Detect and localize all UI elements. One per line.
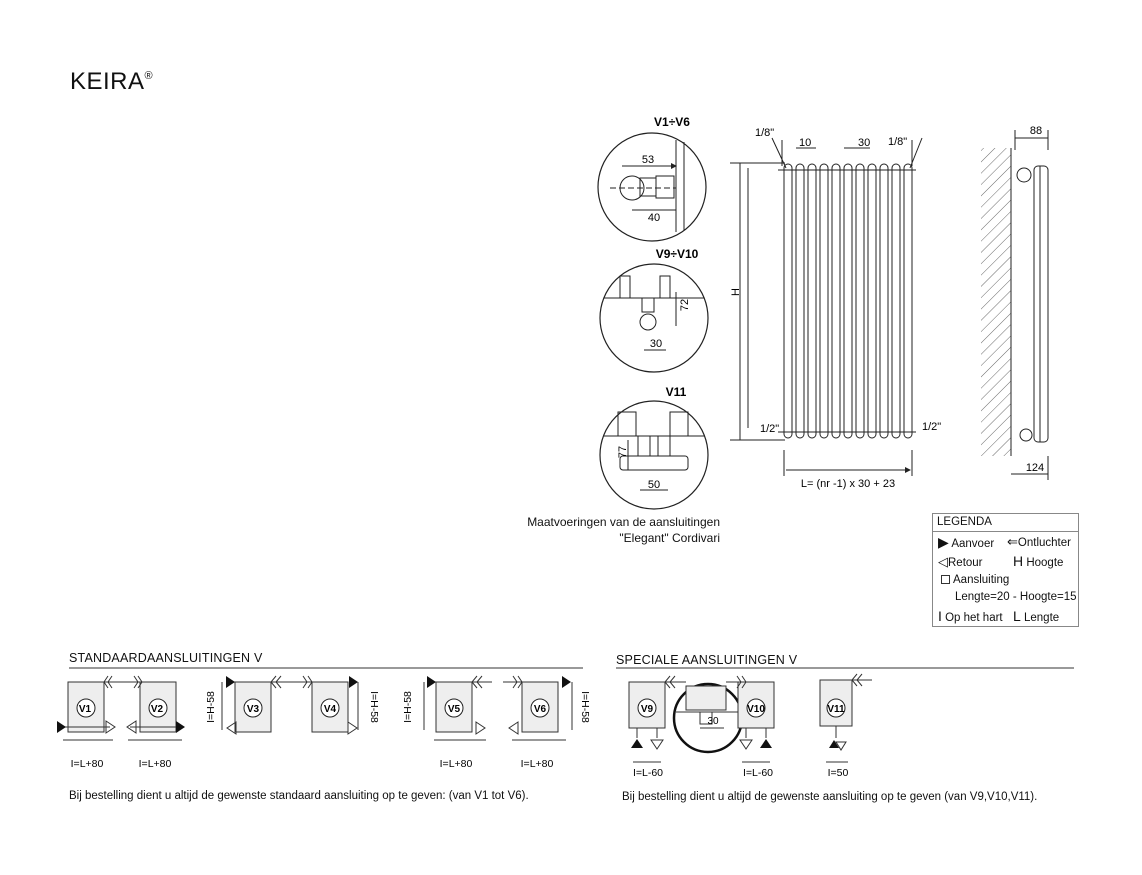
return-arrow-icon: ◁ (938, 554, 948, 569)
standard-icon-v3 (221, 675, 292, 735)
legend-retour: ◁Retour (938, 554, 983, 569)
special-section-title: SPECIALE AANSLUITINGEN V (616, 653, 798, 667)
detail-v9v10-dim-b: 30 (650, 338, 662, 350)
special-v10-dim: I=L-60 (743, 767, 773, 779)
detail-v9v10-dim-a: 72 (679, 299, 691, 311)
front-pitch-b: 30 (858, 137, 870, 149)
standard-icon-v4 (290, 675, 359, 735)
detail-v1v6-dim-a: 53 (642, 154, 654, 166)
detail-v1v6-dim-b: 40 (648, 212, 660, 224)
front-height-label: H (730, 288, 742, 296)
front-top-left-thread: 1/8" (755, 127, 774, 139)
front-top-right-thread: 1/8" (888, 136, 907, 148)
legend-aanvoer: ▶ Aanvoer (938, 534, 995, 550)
brand-name: KEIRA (70, 68, 145, 95)
detail-v9v10-title: V9÷V10 (656, 247, 699, 261)
legend-title: LEGENDA (937, 516, 992, 528)
detail-v11: V11 77 50 (599, 385, 709, 510)
side-depth-top: 88 (1030, 125, 1042, 137)
special-v9-id: V9 (641, 704, 654, 715)
standard-icon-v1 (57, 675, 124, 741)
standard-icon-v2 (122, 675, 185, 741)
standard-v1-dim: I=L+80 (71, 758, 104, 770)
special-zoom-circle (672, 682, 744, 754)
standard-icon-v6 (503, 675, 573, 741)
special-icon-v11 (819, 673, 872, 763)
legend-lengte: L Lengte (1013, 608, 1060, 624)
connection-square-icon (941, 575, 950, 585)
legend-ontluchter: ⇐Ontluchter (1007, 534, 1071, 549)
center-distance-symbol: I (938, 608, 942, 624)
standard-v2-id: V2 (151, 704, 164, 715)
special-zoom-dim: 30 (707, 716, 719, 727)
supply-arrow-icon: ▶ (938, 534, 949, 550)
special-v11-dim: I=50 (828, 767, 849, 779)
detail-caption-line-1: Maatvoeringen van de aansluitingen (527, 515, 720, 529)
detail-v11-title: V11 (666, 385, 687, 399)
legend-aansluiting-dim: Lengte=20 - Hoogte=15 (955, 591, 1077, 603)
special-v11-id: V11 (827, 704, 845, 715)
standard-section-title: STANDAARDAANSLUITINGEN V (69, 651, 263, 665)
special-v9-dim: I=L-60 (633, 767, 663, 779)
standard-v6-dim: I=H-58 (579, 691, 591, 723)
registered-mark: ® (144, 70, 154, 82)
standard-v4-id: V4 (324, 704, 337, 715)
standard-icon-v5 (423, 675, 492, 741)
detail-v11-dim-a: 77 (617, 446, 629, 458)
legend-op-het-hart: I Op het hart (938, 608, 1003, 624)
vent-arrow-icon: ⇐ (1007, 534, 1018, 549)
length-symbol: L (1013, 608, 1021, 624)
standard-v3-id: V3 (247, 704, 260, 715)
special-v10-id: V10 (747, 704, 765, 715)
brand-logo: KEIRA® (70, 68, 153, 96)
legend-box: LEGENDA ▶ Aanvoer ⇐Ontluchter ◁Retour H … (932, 513, 1079, 627)
front-bottom-right-thread: 1/2" (922, 421, 941, 433)
radiator-front-view (730, 137, 923, 476)
special-icon-v10 (726, 675, 775, 763)
standard-v6-dim-2: I=L+80 (521, 758, 554, 770)
standard-note: Bij bestelling dient u altijd de gewenst… (69, 790, 529, 802)
standard-v2-dim: I=L+80 (139, 758, 172, 770)
detail-v1v6: V1÷V6 53 40 (597, 115, 707, 242)
standard-v5-dim-2: I=L+80 (440, 758, 473, 770)
standard-v4-dim: I=H-58 (368, 691, 380, 723)
special-icon-v9 (628, 675, 686, 763)
special-note: Bij bestelling dient u altijd de gewenst… (622, 791, 1038, 803)
standard-v5-id: V5 (448, 704, 461, 715)
detail-v1v6-title: V1÷V6 (654, 115, 690, 129)
detail-v9v10: V9÷V10 72 30 (599, 247, 709, 373)
standard-v5-dim: I=H-58 (402, 691, 414, 723)
front-bottom-left-thread: 1/2" (760, 423, 779, 435)
detail-caption-line-2: "Elegant" Cordivari (619, 531, 720, 545)
front-length-formula: L= (nr -1) x 30 + 23 (801, 478, 895, 490)
standard-v1-id: V1 (79, 704, 92, 715)
legend-aansluiting: Aansluiting (941, 574, 1009, 586)
side-depth-bottom: 124 (1026, 462, 1044, 474)
detail-caption: Maatvoeringen van de aansluitingen "Eleg… (470, 514, 720, 546)
legend-hoogte: H Hoogte (1013, 553, 1064, 569)
detail-v11-dim-b: 50 (648, 479, 660, 491)
height-symbol: H (1013, 553, 1024, 569)
standard-v3-dim: I=H-58 (205, 691, 217, 723)
radiator-side-view (981, 130, 1049, 480)
standard-v6-id: V6 (534, 704, 547, 715)
front-pitch-a: 10 (799, 137, 811, 149)
